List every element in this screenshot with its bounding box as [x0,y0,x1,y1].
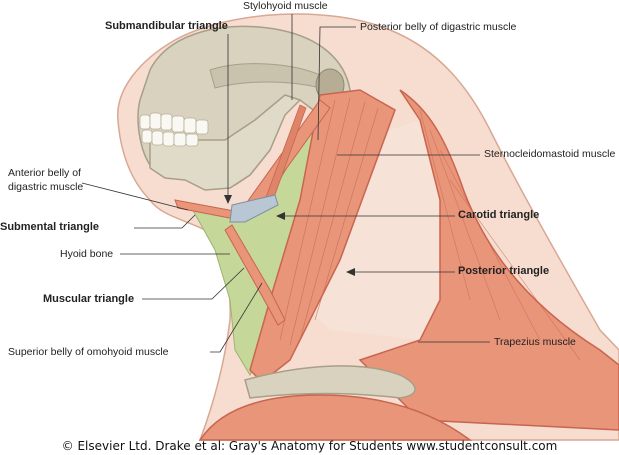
label-submental-triangle: Submental triangle [0,221,100,233]
label-posterior-belly-digastric: Posterior belly of digastric muscle [360,21,517,33]
label-carotid-triangle: Carotid triangle [458,209,540,221]
label-anterior-belly-digastric-1: Anterior belly of [8,167,81,179]
label-hyoid-bone: Hyoid bone [60,248,114,260]
label-submandibular-triangle: Submandibular triangle [105,20,228,32]
label-superior-belly-omohyoid: Superior belly of omohyoid muscle [8,346,169,358]
omohyoid-superior-belly-shape [224,224,286,326]
label-muscular-triangle: Muscular triangle [43,293,135,305]
label-anterior-belly-digastric-2: digastric muscle [8,181,84,193]
clavicle [244,365,416,399]
label-posterior-triangle: Posterior triangle [458,265,550,277]
arrowheads [224,195,355,276]
copyright-credit: © Elsevier Ltd. Drake et al: Gray's Anat… [61,439,558,453]
teeth [139,112,209,147]
trapezius-shape [358,89,619,431]
trapezius-fibers [419,109,581,361]
hyoid-bone-shape [229,194,279,223]
sternocleidomastoid-fibers [279,97,379,346]
sternocleidomastoid-shape [249,89,396,384]
shoulder-muscles [198,394,473,441]
label-stylohyoid-muscle: Stylohyoid muscle [243,0,328,12]
label-sternocleidomastoid: Sternocleidomastoid muscle [484,148,616,160]
mandible [149,94,302,191]
leader-lines [81,14,490,353]
label-trapezius-muscle: Trapezius muscle [494,336,576,348]
